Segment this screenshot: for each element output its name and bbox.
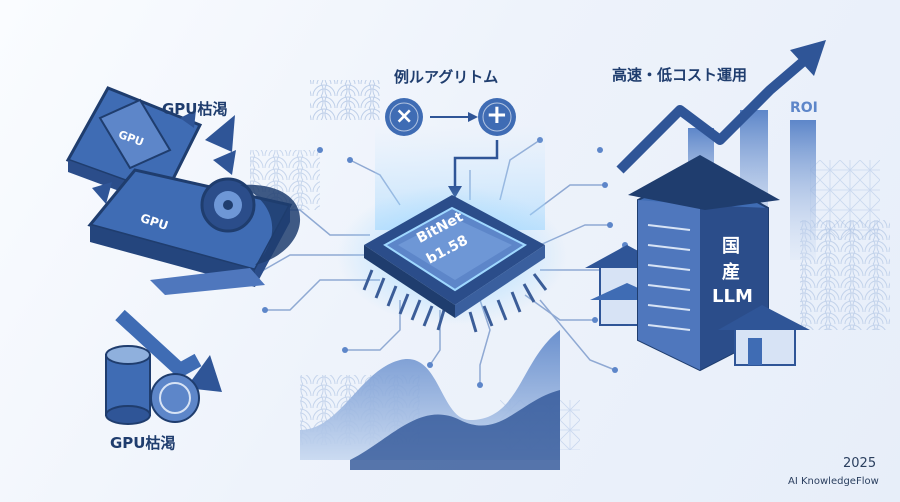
mountain-wave bbox=[300, 330, 560, 470]
bitnet-chip bbox=[362, 195, 548, 333]
algorithm-flow bbox=[385, 98, 516, 198]
building-label-line3: LLM bbox=[712, 286, 753, 307]
roi-label: ROI bbox=[790, 100, 818, 116]
gpu-shortage-label-bottom: GPU枯渇 bbox=[110, 434, 176, 452]
falling-arrow bbox=[115, 309, 222, 392]
multiply-icon: × bbox=[395, 104, 414, 129]
gpu-dark-swoosh bbox=[240, 184, 301, 265]
building-label-line1: 国 bbox=[722, 236, 740, 257]
pagoda-right bbox=[718, 305, 810, 366]
footer-credit: AI KnowledgeFlow bbox=[788, 476, 879, 487]
gpu-shards bbox=[92, 110, 236, 204]
algorithm-label: 例ルアグリトム bbox=[394, 68, 499, 86]
footer-year: 2025 bbox=[843, 456, 877, 471]
asanoha-pattern-right bbox=[810, 160, 880, 240]
plus-icon: + bbox=[486, 100, 508, 130]
coin-stack bbox=[105, 345, 200, 425]
wave-pattern-top bbox=[310, 80, 380, 120]
high-speed-label: 高速・低コスト運用 bbox=[612, 66, 748, 84]
gpu-shortage-label-top: GPU枯渇 bbox=[162, 100, 228, 118]
building-label-line2: 産 bbox=[722, 262, 740, 283]
gpu-base-shape bbox=[150, 268, 265, 295]
